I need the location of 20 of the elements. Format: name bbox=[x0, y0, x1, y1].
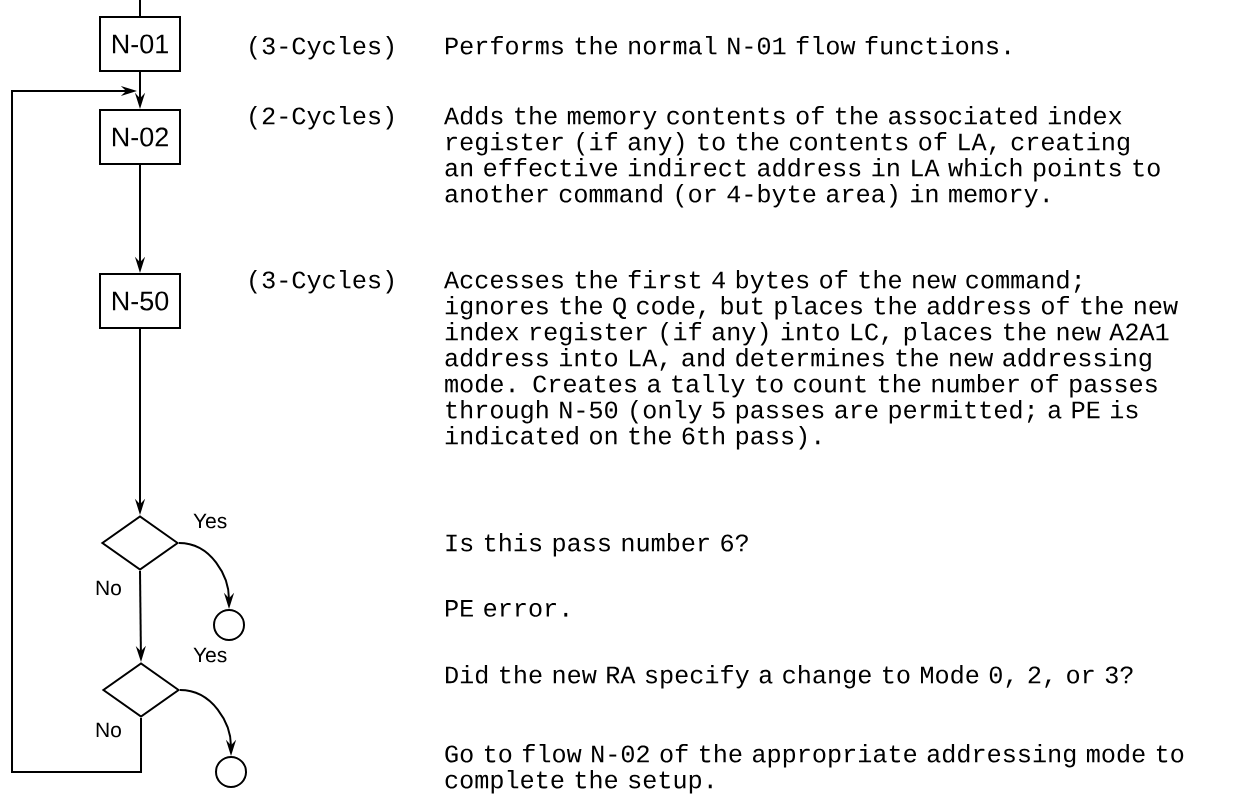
description-text: Is this pass number 6? bbox=[446, 533, 748, 557]
process-box: N-50 bbox=[99, 273, 181, 329]
cycle-count: (2-Cycles) bbox=[250, 106, 393, 130]
connector-circle bbox=[215, 756, 247, 788]
cycle-count: (3-Cycles) bbox=[250, 36, 393, 60]
description-text: Adds the memory contents of the associated index register (if any) to the contents of LA, creating an effective indirect address in LA which points to another command (or 4-byte area) in memory. bbox=[444, 106, 1160, 208]
description-text: Go to flow N-02 of the appropriate addressing mode to complete the setup. bbox=[445, 744, 1184, 794]
connector-circle bbox=[213, 609, 245, 641]
cycle-count: (3-Cycles) bbox=[250, 270, 393, 294]
edge-label: No bbox=[93, 720, 124, 740]
process-box: N-02 bbox=[99, 109, 181, 165]
description-text: Accesses the first 4 bytes of the new command; ignores the Q code, but places the address of the new index register (if any) into LC, places the new A2A1 address into LA, and determines the new addressing mode. Creates a tally to count the number of passes through N-50 (only 5 passes are permitted; a PE is indicated on the 6th pass). bbox=[444, 270, 1178, 450]
edge-label: Yes bbox=[191, 645, 230, 665]
arrow bbox=[11, 85, 142, 773]
description-text: PE error. bbox=[446, 600, 568, 617]
process-box: N-01 bbox=[99, 16, 181, 72]
description-text: Performs the normal N-01 flow functions. bbox=[446, 36, 1010, 55]
edge-label: No bbox=[93, 578, 124, 598]
edge-label: Yes bbox=[191, 511, 230, 531]
description-text: Did the new RA specify a change to Mode 0, 2, or 3? bbox=[446, 665, 1133, 689]
